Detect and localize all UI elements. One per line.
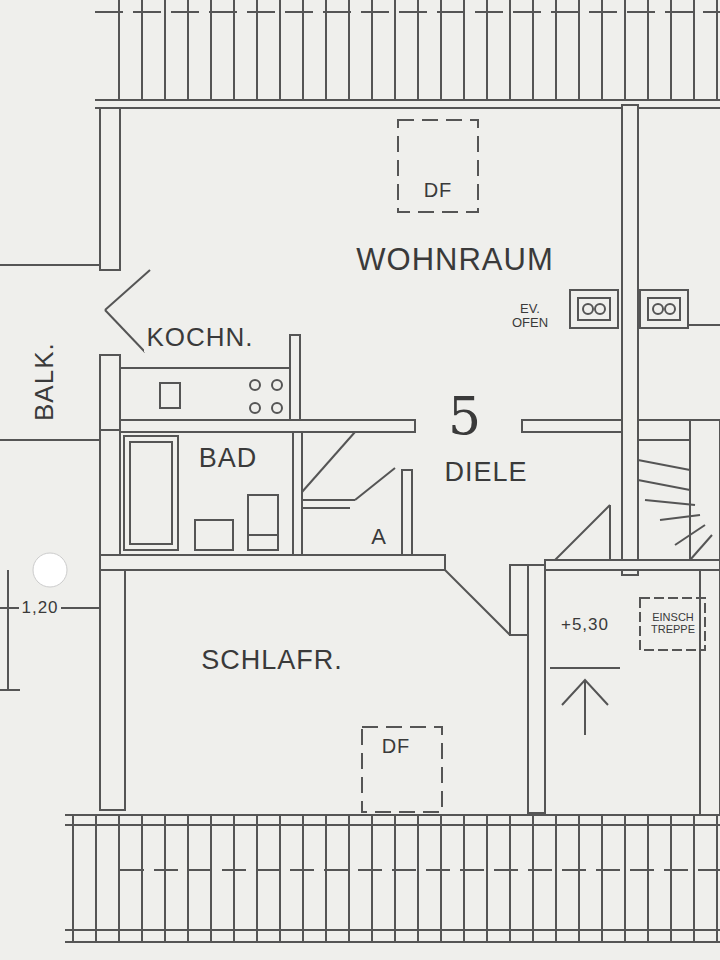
- balcony-label: BALK.: [30, 341, 57, 424]
- room-name: WOHNRAUM: [354, 244, 555, 277]
- dimension: 1,20: [19, 599, 60, 617]
- unit-number: 5: [446, 389, 484, 444]
- room-name: SCHLAFR.: [199, 646, 345, 674]
- storage-label: A: [369, 525, 389, 548]
- level-mark: +5,30: [559, 616, 611, 634]
- room-name: DIELE: [442, 458, 529, 486]
- room-name: BAD: [197, 444, 260, 472]
- stove-label: EV. OFEN: [508, 302, 552, 329]
- hatch-label: EINSCH TREPPE: [643, 612, 703, 635]
- room-name: KOCHN.: [144, 324, 255, 351]
- skylight-label: DF: [422, 180, 455, 201]
- skylight-label: DF: [380, 736, 413, 757]
